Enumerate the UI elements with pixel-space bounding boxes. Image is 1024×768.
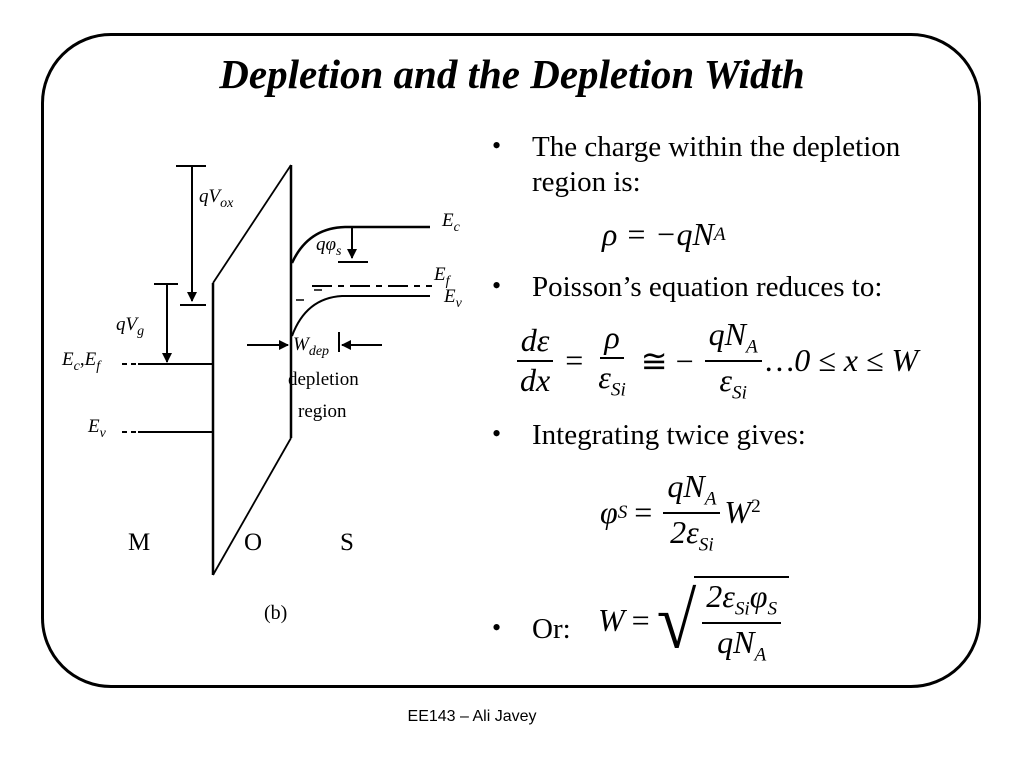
region-label: region [298,401,347,422]
w-num: 2εSiφS [702,579,782,624]
poisson-num-right: qNA [704,317,762,362]
bullet-or: • Or: [492,612,592,647]
ev-right-label: Ev [443,286,463,311]
footer: EE143 – Ali Javey [407,708,537,725]
oxide-label: O [244,529,262,556]
poisson-den-right: εSi [719,361,747,403]
bullet-poisson: • Poisson’s equation reduces to: [492,270,972,305]
bullet-poisson-text: Poisson’s equation reduces to: [532,271,883,303]
ef-right-label: Ef [433,264,452,289]
phi-tail: W [724,494,752,531]
poisson-num-left: dε [516,323,554,362]
qvox-label: qVox [199,186,234,211]
semiconductor-label: S [340,529,354,556]
bullet-integrating-text: Integrating twice gives: [532,419,806,451]
w-lhs: W [598,602,625,639]
poisson-frac-right: qNA εSi [704,317,762,403]
bullet-or-text: Or: [532,613,571,645]
poisson-frac-left: dε dx [516,323,554,398]
w-sqrt: √ 2εSiφS qNA [657,576,790,665]
qphis-label: qφs [316,234,342,259]
poisson-equation: dε dx = ρ εSi ≅ − qNA εSi …0 ≤ x ≤ W [512,317,919,403]
bullet-charge-text: The charge within the depletion region i… [532,131,901,198]
phi-lhs: φ [600,494,618,531]
metal-label: M [128,529,150,556]
figure-label: (b) [264,602,287,624]
slide-frame [41,33,981,688]
bullet-integrating: • Integrating twice gives: [492,418,972,453]
rho-sub: A [713,223,726,245]
poisson-den-left: dx [520,361,551,398]
w-equation: W = √ 2εSiφS qNA [598,576,790,665]
slide-title: Depletion and the Depletion Width [219,51,805,97]
oxide-bottom-edge [212,437,292,576]
phi-frac: qNA 2εSi [663,469,721,555]
ev-left-label: Ev [87,416,107,441]
semiconductor-ev-band [291,295,430,337]
qvg-label: qVg [116,314,144,339]
phi-den: 2εSi [670,513,714,555]
poisson-range: …0 ≤ x ≤ W [765,342,919,379]
ecef-left-label: Ec,Ef [61,349,102,374]
ec-right-label: Ec [441,210,461,235]
wdep-label: Wdep [293,334,329,359]
w-frac: 2εSiφS qNA [702,579,782,665]
poisson-den-mid: εSi [598,358,626,400]
phi-tail-sup: 2 [751,495,761,517]
oxide-top-edge [212,164,292,284]
w-den: qNA [717,623,767,665]
rho-expression: ρ = −qN [602,216,714,252]
depletion-label: depletion [288,369,359,390]
poisson-frac-mid: ρ εSi [594,320,630,400]
poisson-num-mid: ρ [600,320,624,359]
semiconductor-ec-band [290,225,430,264]
phi-num: qNA [663,469,721,514]
bullet-charge: • The charge within the depletion region… [492,130,972,200]
phi-lhs-sub: S [617,501,628,523]
